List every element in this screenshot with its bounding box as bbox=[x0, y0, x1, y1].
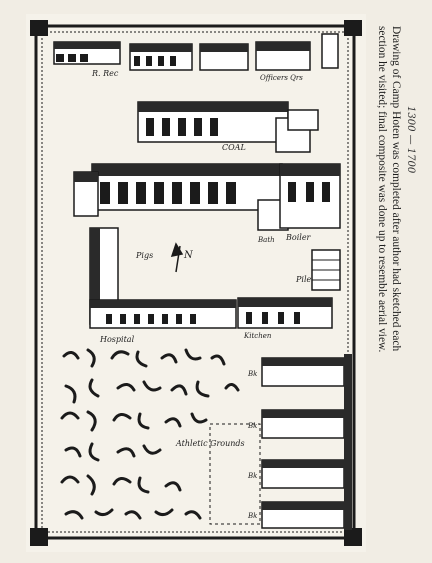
bath-label: Bath bbox=[257, 236, 275, 244]
hospital-label: Hospital bbox=[99, 335, 135, 344]
top-row-buildings bbox=[53, 33, 339, 71]
bk3-label: Bk bbox=[247, 472, 257, 480]
athletic-grounds-label: Athletic Grounds bbox=[175, 439, 245, 448]
perimeter-fence bbox=[34, 24, 356, 540]
pigs-label: Pigs bbox=[135, 251, 153, 260]
rotated-caption: 1300 — 1700 Drawing of Camp Hoten was co… bbox=[375, 26, 416, 534]
coal-block bbox=[137, 101, 319, 153]
bk4-label: Bk bbox=[247, 512, 257, 520]
caption-line-1: Drawing of Camp Hoten was completed afte… bbox=[390, 26, 402, 352]
right-barracks bbox=[261, 354, 352, 530]
pile-label: Pile bbox=[295, 275, 312, 284]
kitchen-block bbox=[237, 297, 333, 329]
coal-label: COAL bbox=[222, 143, 246, 152]
officers-quarters-label: Officers Qrs bbox=[260, 74, 303, 82]
camp-hoten-drawing: R. Rec Officers Qrs COAL Pigs N Bath Boi… bbox=[26, 14, 366, 552]
guard-towers bbox=[30, 20, 362, 546]
r-rec-label: R. Rec bbox=[91, 69, 119, 78]
kitchen-label: Kitchen bbox=[243, 332, 272, 340]
caption-line-2: section he visited; final composite was … bbox=[376, 26, 388, 353]
boiler-label: Boiler bbox=[285, 233, 312, 242]
central-barracks bbox=[73, 163, 283, 217]
boiler-house bbox=[257, 163, 341, 291]
athletic-grounds-area bbox=[60, 348, 240, 520]
sports-field bbox=[209, 423, 261, 525]
scale-note: 1300 — 1700 bbox=[405, 106, 416, 174]
hospital-block bbox=[89, 227, 237, 329]
bk2-label: Bk bbox=[247, 422, 257, 430]
bk1-label: Bk bbox=[247, 370, 257, 378]
compass-label: N bbox=[183, 250, 194, 261]
caption-area: 1300 — 1700 Drawing of Camp Hoten was co… bbox=[372, 20, 432, 540]
compass-icon bbox=[170, 242, 184, 273]
